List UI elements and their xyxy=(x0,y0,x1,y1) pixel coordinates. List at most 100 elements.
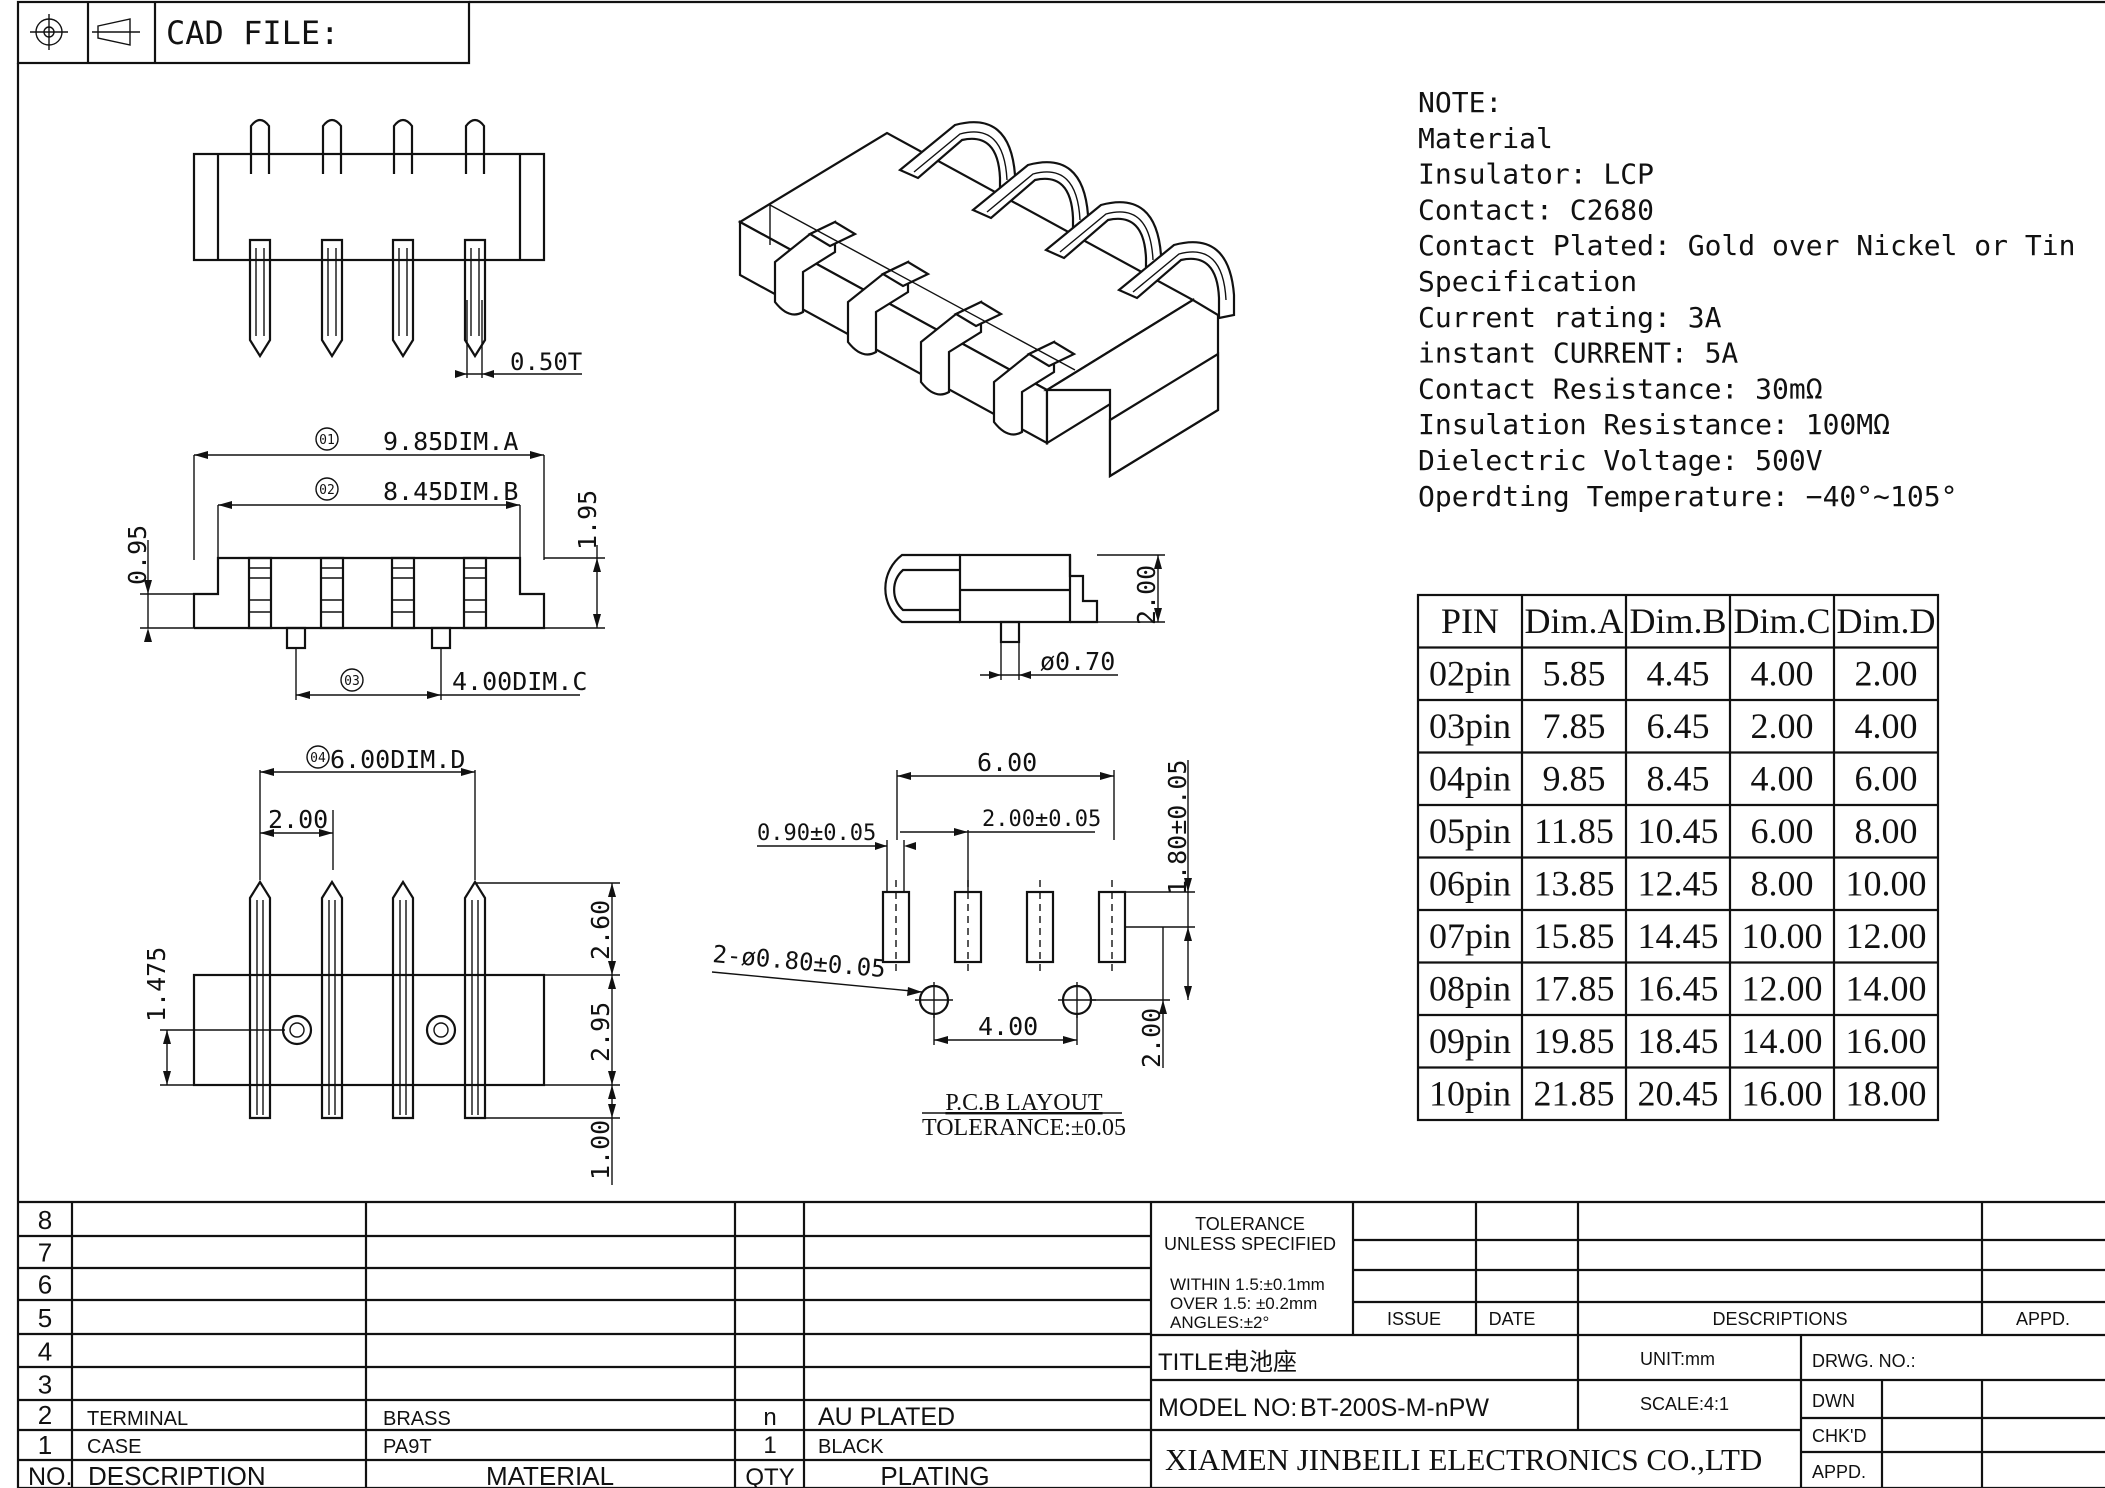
dimension-table-header: Dim.B xyxy=(1629,601,1726,641)
dimension-table-cell: 16.00 xyxy=(1742,1073,1823,1113)
dimension-table-cell: 17.85 xyxy=(1534,968,1615,1008)
top-pin-lower xyxy=(391,238,415,359)
height-095-label: 0.95 xyxy=(123,525,152,585)
height-260-label: 2.60 xyxy=(586,900,615,960)
pcb-width-label: 6.00 xyxy=(977,748,1037,777)
dim-c-marker: 03 xyxy=(344,674,360,689)
dimension-table-cell: 6.00 xyxy=(1751,811,1814,851)
dimension-table-cell: 2.00 xyxy=(1855,653,1918,693)
dim-a-label: 9.85DIM.A xyxy=(383,427,518,456)
dimension-table-cell: 05pin xyxy=(1429,811,1511,851)
dimension-table-cell: 02pin xyxy=(1429,653,1511,693)
pad-width-label: 0.90±0.05 xyxy=(757,821,876,846)
dimension-table-cell: 13.85 xyxy=(1534,863,1615,903)
top-pin-upper xyxy=(392,118,414,174)
dimension-table-cell: 12.00 xyxy=(1846,916,1927,956)
iso-contact-edge xyxy=(913,131,1008,181)
note-line: Contact: C2680 xyxy=(1418,193,1654,226)
dim-b-marker: 02 xyxy=(319,483,335,498)
chkd-label: CHK'D xyxy=(1812,1426,1866,1446)
front-pin xyxy=(390,556,416,630)
header-box: CAD FILE: xyxy=(16,0,471,65)
pcb-tolerance: TOLERANCE:±0.05 xyxy=(922,1115,1126,1141)
tolerance-within: WITHIN 1.5:±0.1mm xyxy=(1170,1275,1325,1294)
note-line: instant CURRENT: 5A xyxy=(1418,337,1738,370)
dimension-table-cell: 10.00 xyxy=(1846,863,1927,903)
bom-row-number: 3 xyxy=(38,1369,52,1399)
dimension-table-cell: 8.00 xyxy=(1855,811,1918,851)
dimension-table-cell: 9.85 xyxy=(1543,758,1606,798)
front-pin xyxy=(319,556,345,630)
dimension-table-cell: 10.00 xyxy=(1742,916,1823,956)
bom-case-qty: 1 xyxy=(763,1432,776,1459)
note-line: Operdting Temperature: −40°∼105° xyxy=(1418,480,1957,513)
pcb-pad xyxy=(881,890,911,964)
dimension-table-cell: 5.85 xyxy=(1543,653,1606,693)
height-100-label: 1.00 xyxy=(586,1120,615,1180)
pin-thickness-label: 0.50T xyxy=(510,348,582,376)
dimension-table-header: Dim.C xyxy=(1733,601,1830,641)
bom-terminal-material: BRASS xyxy=(383,1408,451,1430)
dim-b-label: 8.45DIM.B xyxy=(383,477,518,506)
bom-header-qty: QTY xyxy=(745,1464,794,1488)
top-view: 0.50T xyxy=(192,118,582,378)
bom-row-number: 5 xyxy=(38,1303,52,1333)
dimension-table-cell: 08pin xyxy=(1429,968,1511,1008)
bom-terminal-desc: TERMINAL xyxy=(87,1408,188,1430)
top-pin-lower xyxy=(463,238,487,359)
note-line: NOTE: xyxy=(1418,86,1502,119)
descriptions-header: DESCRIPTIONS xyxy=(1712,1309,1847,1329)
note-line: Current rating: 3A xyxy=(1418,301,1722,334)
dimension-table-cell: 4.45 xyxy=(1647,653,1710,693)
third-angle-projection-icon xyxy=(30,14,140,50)
dimension-table-cell: 04pin xyxy=(1429,758,1511,798)
height-1475-label: 1.475 xyxy=(142,947,171,1022)
note-line: Contact Plated: Gold over Nickel or Tin xyxy=(1418,229,2075,262)
dimension-table-cell: 12.00 xyxy=(1742,968,1823,1008)
company-name: XIAMEN JINBEILI ELECTRONICS CO.,LTD xyxy=(1165,1442,1762,1477)
pcb-layout: 6.00 0.90±0.05 2.00±0.05 1.80±0.05 2-ø0.… xyxy=(711,748,1195,1141)
dimension-table-cell: 10.45 xyxy=(1638,811,1719,851)
dimension-table-cell: 18.00 xyxy=(1846,1073,1927,1113)
dimension-table-cell: 4.00 xyxy=(1855,706,1918,746)
side-height-label: 2.00 xyxy=(1132,565,1161,625)
note-line: Specification xyxy=(1418,265,1637,298)
dimension-table-cell: 18.45 xyxy=(1638,1021,1719,1061)
title-label: TITLE: xyxy=(1158,1349,1230,1376)
unit-label: UNIT:mm xyxy=(1640,1349,1715,1369)
tolerance-angles: ANGLES:±2° xyxy=(1170,1313,1269,1332)
issue-header: ISSUE xyxy=(1387,1309,1441,1329)
pcb-pad xyxy=(1097,890,1127,964)
scale-label: SCALE:4:1 xyxy=(1640,1394,1729,1414)
pad-pitch-label: 2.00±0.05 xyxy=(982,807,1101,832)
side-view: 2.00 ø0.70 xyxy=(884,553,1165,680)
dimension-table-cell: 09pin xyxy=(1429,1021,1511,1061)
dimension-table-cell: 6.00 xyxy=(1855,758,1918,798)
dimension-table-cell: 11.85 xyxy=(1534,811,1614,851)
bom-terminal-plating: AU PLATED xyxy=(818,1403,955,1431)
tolerance-over: OVER 1.5: ±0.2mm xyxy=(1170,1294,1317,1313)
dimension-table-cell: 14.00 xyxy=(1846,968,1927,1008)
dimension-table-cell: 16.00 xyxy=(1846,1021,1927,1061)
appd-label: APPD. xyxy=(1812,1462,1866,1482)
model-label: MODEL NO: xyxy=(1158,1394,1297,1422)
dimension-table-header: Dim.D xyxy=(1837,601,1936,641)
bom-row-number: 8 xyxy=(38,1205,52,1235)
note-line: Material xyxy=(1418,122,1553,155)
height-195-label: 1.95 xyxy=(573,490,602,550)
tolerance-label-2: UNLESS SPECIFIED xyxy=(1164,1234,1336,1254)
appd-header: APPD. xyxy=(2016,1309,2070,1329)
front-pin xyxy=(462,556,488,630)
bom-row-number: 1 xyxy=(38,1430,52,1460)
note-line: Insulation Resistance: 100MΩ xyxy=(1418,408,1890,441)
dimension-table-cell: 07pin xyxy=(1429,916,1511,956)
note-line: Dielectric Voltage: 500V xyxy=(1418,444,1823,477)
dimension-table-cell: 10pin xyxy=(1429,1073,1511,1113)
cad-file-label: CAD FILE: xyxy=(166,14,339,52)
sheet-frame xyxy=(16,0,2105,1488)
bom-case-desc: CASE xyxy=(87,1436,141,1458)
dim-c-label: 4.00DIM.C xyxy=(452,667,587,696)
note-line: Insulator: LCP xyxy=(1418,158,1654,191)
